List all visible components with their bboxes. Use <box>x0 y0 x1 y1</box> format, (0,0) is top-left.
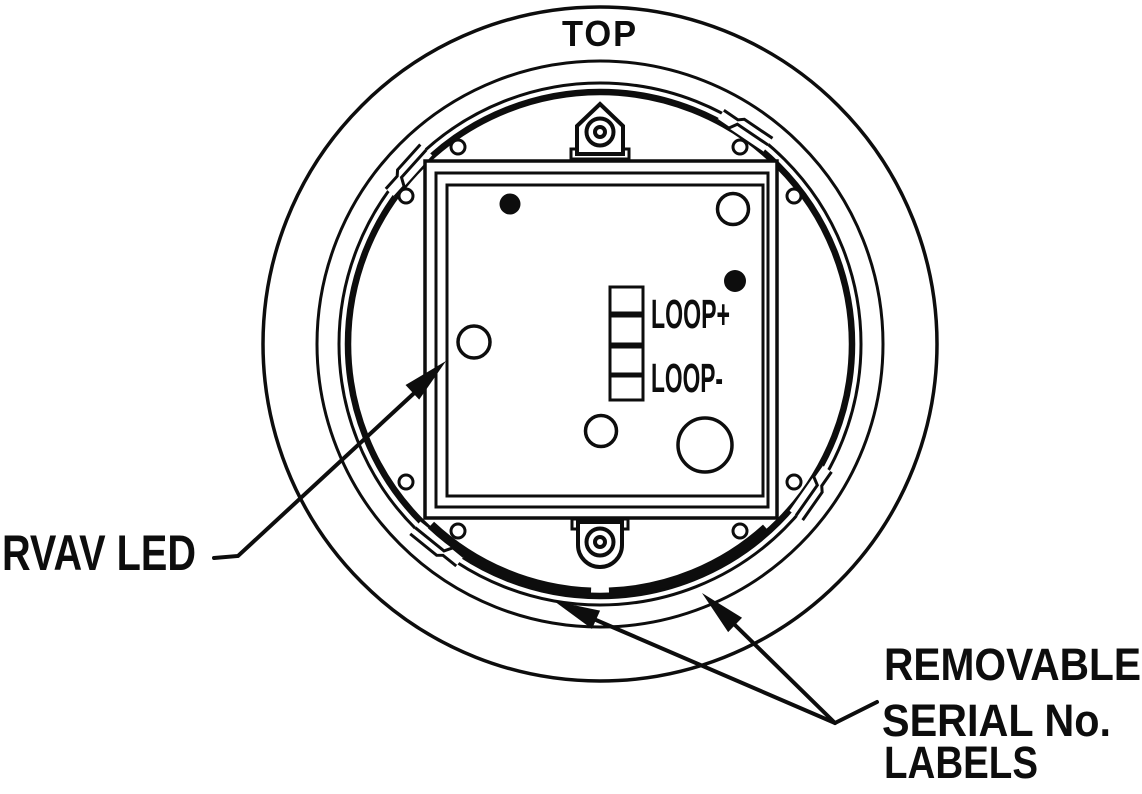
top-screw-post-icon <box>569 101 631 161</box>
serial-callout-line2: SERIAL No. <box>882 695 1111 746</box>
plate-hole-left-lower <box>397 473 415 491</box>
serial-leader-stub <box>833 700 879 725</box>
plate-hole-bottom-left <box>449 522 467 540</box>
ring-tab-bottom-right <box>789 464 835 521</box>
serial-arrowhead-right-icon <box>702 593 743 633</box>
rvav-led-leader-line <box>212 382 426 560</box>
pcb-test-dot-right <box>724 270 746 292</box>
rvav-led-arrowhead-icon <box>405 361 446 400</box>
pcb-corner-step-tr <box>698 183 765 207</box>
pcb-corner-step-br <box>698 474 765 498</box>
pcb-hole-bottom-right-large <box>676 416 734 474</box>
rvav-led-hole <box>456 324 492 360</box>
mounting-ring-outer <box>337 81 863 607</box>
serial-arrowhead-left-icon <box>554 601 601 629</box>
serial-leader-line-right <box>733 623 837 725</box>
plate-hole-left-upper <box>397 187 415 205</box>
bottom-screw-post-icon <box>570 517 630 569</box>
orientation-label-top: TOP <box>562 13 638 54</box>
plate-hole-right-lower <box>785 473 803 491</box>
outer-rim-circle <box>261 5 939 683</box>
plate-hole-right-upper <box>785 187 803 205</box>
serial-callout-line3: LABELS <box>884 737 1038 788</box>
serial-label-arc-right <box>608 524 770 597</box>
pcb-test-dot-top-left <box>499 193 521 215</box>
plate-hole-bottom-right <box>731 522 749 540</box>
serial-callout-line1: REMOVABLE <box>884 639 1141 690</box>
plate-hole-top-right <box>731 138 749 156</box>
loop-minus-label: LOOP- <box>651 355 723 401</box>
pcb-hole-top-right <box>715 191 751 227</box>
pcb-corner-step-bl <box>445 474 512 498</box>
serial-label-arc-left <box>427 521 592 597</box>
rvav-led-callout-text: RVAV LED <box>2 525 196 581</box>
pcb-hole-bottom-middle <box>583 413 619 449</box>
loop-plus-label: LOOP+ <box>651 291 730 337</box>
ring-tab-top-right <box>716 106 774 152</box>
serial-leader-line-left <box>594 618 837 725</box>
plate-hole-top-left <box>449 138 467 156</box>
inner-rim-circle <box>315 59 885 629</box>
mounting-ring-inner <box>344 88 856 600</box>
pcb-corner-step-tl <box>445 183 512 207</box>
terminal-block <box>608 285 645 402</box>
